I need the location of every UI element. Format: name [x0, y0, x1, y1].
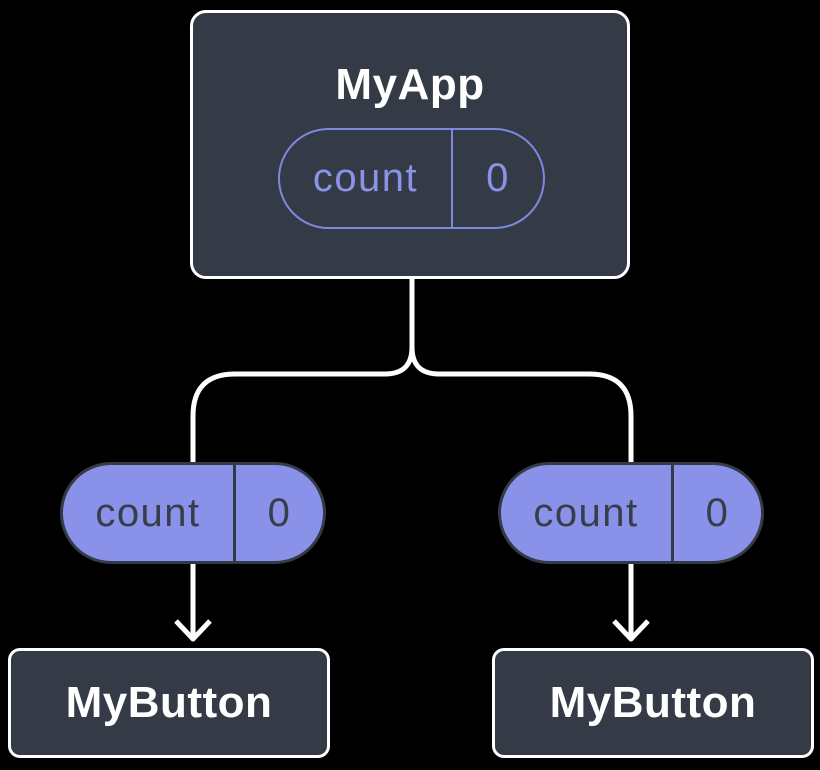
- state-value-label: 0: [486, 156, 510, 200]
- right-mybutton-node: MyButton: [492, 648, 814, 758]
- left-prop-pill: count 0: [60, 462, 326, 564]
- right-prop-value-label: 0: [705, 490, 730, 535]
- right-prop-name-label: count: [501, 465, 674, 561]
- branch-right-connector: [409, 279, 634, 466]
- right-mybutton-title: MyButton: [549, 678, 757, 727]
- arrow-left-down: [174, 560, 212, 642]
- left-prop-value-label: 0: [267, 490, 292, 535]
- parent-state-pill: count 0: [278, 128, 545, 229]
- state-name-label: count: [280, 130, 453, 227]
- branch-left-connector: [190, 279, 415, 466]
- myapp-title: MyApp: [335, 60, 485, 109]
- left-mybutton-title: MyButton: [65, 678, 273, 727]
- left-prop-name-label: count: [63, 465, 236, 561]
- arrow-right-down: [612, 560, 650, 642]
- myapp-node: MyApp count 0: [190, 10, 630, 279]
- left-mybutton-node: MyButton: [8, 648, 330, 758]
- right-prop-pill: count 0: [498, 462, 764, 564]
